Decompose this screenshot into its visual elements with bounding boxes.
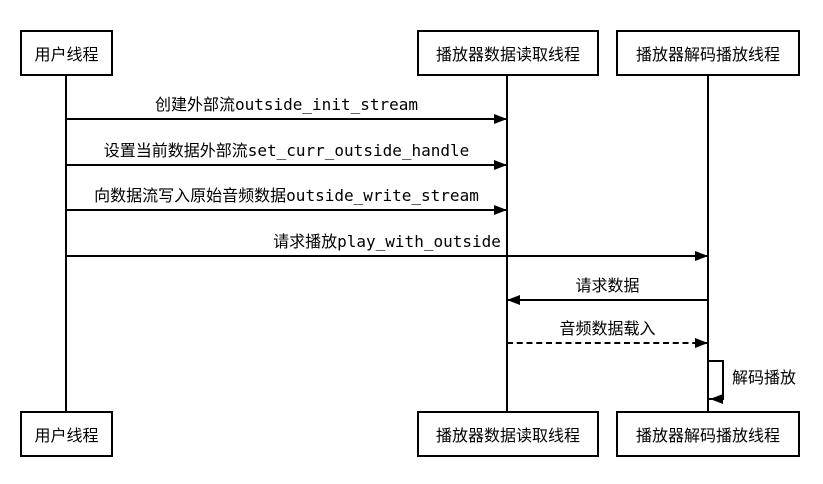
arrow-left-icon <box>710 394 723 404</box>
actor-box-player-decode-play-thread-bottom: 播放器解码播放线程 <box>616 411 800 457</box>
actor-label-player-data-read-thread-bottom: 播放器数据读取线程 <box>435 428 580 445</box>
actor-label-player-decode-play-thread-top: 播放器解码播放线程 <box>635 47 780 64</box>
message-play-with-outside: 请求播放play_with_outside <box>66 229 708 261</box>
message-decode-play-label: 解码播放 <box>732 370 797 387</box>
message-audio-data-load-label: 音频数据载入 <box>559 321 656 338</box>
actor-box-player-data-read-thread-bottom: 播放器数据读取线程 <box>417 411 599 457</box>
actor-box-player-data-read-thread-top: 播放器数据读取线程 <box>417 30 599 76</box>
lifeline-player-data-read-thread <box>506 74 508 413</box>
arrow-right-icon <box>695 251 708 261</box>
arrow-right-icon <box>494 160 507 170</box>
arrow-right-icon <box>494 114 507 124</box>
message-create-outside-stream: 创建外部流outside_init_stream <box>66 92 507 124</box>
actor-label-user-thread-top: 用户线程 <box>34 47 99 64</box>
actor-box-player-decode-play-thread-top: 播放器解码播放线程 <box>616 30 800 76</box>
lifeline-user-thread <box>65 74 67 413</box>
message-set-curr-outside-handle-line <box>66 164 507 166</box>
message-create-outside-stream-line <box>66 118 507 120</box>
actor-box-user-thread-bottom: 用户线程 <box>20 411 113 457</box>
message-set-curr-outside-handle-label: 设置当前数据外部流set_curr_outside_handle <box>103 141 470 161</box>
message-outside-write-stream-line <box>66 209 507 211</box>
message-play-with-outside-label: 请求播放play_with_outside <box>273 232 501 252</box>
message-request-data-label: 请求数据 <box>575 278 640 295</box>
actor-label-player-data-read-thread-top: 播放器数据读取线程 <box>435 47 580 64</box>
message-request-data-line <box>507 299 708 301</box>
lifeline-player-decode-play-thread <box>707 74 709 413</box>
message-audio-data-load-line <box>507 342 708 344</box>
message-outside-write-stream: 向数据流写入原始音频数据outside_write_stream <box>66 183 507 215</box>
message-request-data: 请求数据 <box>507 273 708 305</box>
arrow-left-icon <box>507 295 520 305</box>
actor-label-user-thread-bottom: 用户线程 <box>34 428 99 445</box>
actor-box-user-thread-top: 用户线程 <box>20 30 113 76</box>
message-set-curr-outside-handle: 设置当前数据外部流set_curr_outside_handle <box>66 138 507 170</box>
actor-label-player-decode-play-thread-bottom: 播放器解码播放线程 <box>635 428 780 445</box>
message-play-with-outside-line <box>66 255 708 257</box>
arrow-right-icon <box>695 338 708 348</box>
message-audio-data-load: 音频数据载入 <box>507 316 708 348</box>
arrow-right-icon <box>494 205 507 215</box>
message-outside-write-stream-label: 向数据流写入原始音频数据outside_write_stream <box>94 186 479 206</box>
message-create-outside-stream-label: 创建外部流outside_init_stream <box>154 95 419 115</box>
